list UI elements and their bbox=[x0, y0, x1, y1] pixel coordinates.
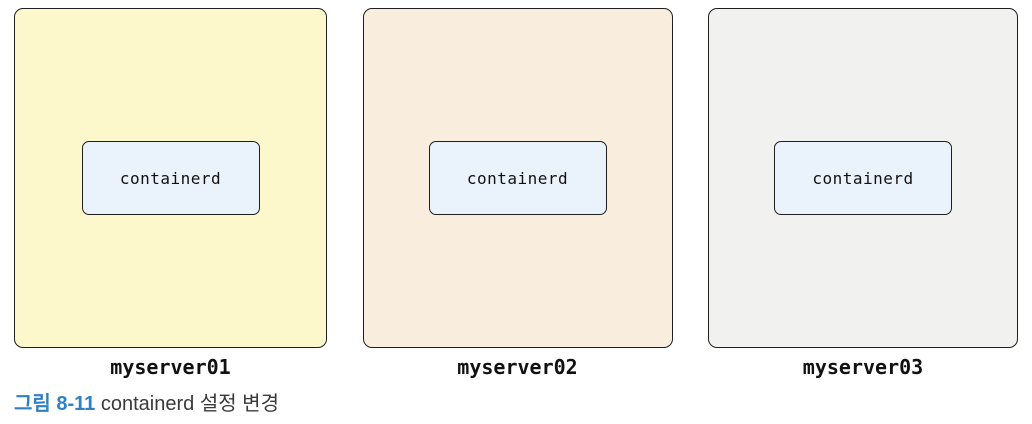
containerd-box: containerd bbox=[428, 141, 607, 215]
server-box-myserver02: containerd bbox=[362, 8, 673, 348]
servers-row: containerd myserver01 containerd myserve… bbox=[14, 8, 1018, 379]
containerd-box: containerd bbox=[81, 141, 260, 215]
figure-caption: 그림 8-11 containerd 설정 변경 bbox=[14, 392, 279, 416]
containerd-label: containerd bbox=[812, 168, 914, 188]
server-name-label: myserver03 bbox=[802, 355, 924, 379]
containerd-label: containerd bbox=[466, 168, 569, 188]
containerd-label: containerd bbox=[119, 168, 222, 188]
server-box-myserver01: containerd bbox=[14, 8, 327, 348]
server-group-myserver02: containerd myserver02 bbox=[362, 8, 673, 379]
figure-caption-text: containerd 설정 변경 bbox=[100, 393, 279, 415]
server-group-myserver01: containerd myserver01 bbox=[14, 8, 327, 379]
figure-number: 그림 8-11 bbox=[14, 393, 96, 415]
containerd-box: containerd bbox=[774, 141, 952, 215]
server-box-myserver03: containerd bbox=[708, 8, 1018, 348]
server-group-myserver03: containerd myserver03 bbox=[708, 8, 1018, 379]
server-name-label: myserver01 bbox=[110, 355, 231, 379]
server-name-label: myserver02 bbox=[457, 355, 578, 379]
